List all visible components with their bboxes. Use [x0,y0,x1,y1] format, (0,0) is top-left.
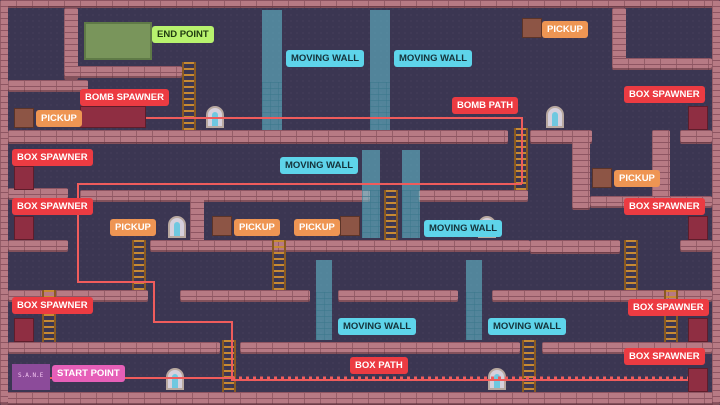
platform-row-3-far-right [680,240,712,252]
box-spawner-block [14,216,34,240]
top-wall [0,0,720,8]
moving-wall-label: MOVING WALL [280,157,359,174]
bomb-spawner-label: BOMB SPAWNER [80,89,169,106]
pickup-label: PICKUP [542,21,588,38]
moving-wall-label: MOVING WALL [488,318,567,335]
pickup-label: PICKUP [110,219,156,236]
left-upper-ledge [8,80,88,92]
ladder[interactable] [384,190,398,240]
end-room-floor [64,66,182,78]
pickup-crate[interactable] [212,216,232,236]
box-spawner-label: BOX SPAWNER [12,198,93,215]
left-wall [0,0,8,405]
platform-row-5-mid [240,342,520,354]
start-zone-text: S.A.N.E [18,372,44,379]
end-point-zone [84,22,152,60]
pickup-label: PICKUP [36,110,82,127]
pickup-crate[interactable] [14,108,34,128]
box-spawner-label: BOX SPAWNER [12,297,93,314]
pickup-label: PICKUP [294,219,340,236]
platform-row-1-far-right [680,130,712,144]
right-pillar-top [612,8,626,70]
pickup-crate[interactable] [522,18,542,38]
moving-wall-block [316,260,332,340]
door[interactable] [488,368,506,390]
platform-row-3 [150,240,530,252]
end-room-left-wall [64,8,78,80]
ladder[interactable] [664,290,678,342]
moving-wall-block [362,150,380,238]
box-spawner-label: BOX SPAWNER [624,198,705,215]
platform-row-2 [80,190,370,202]
bomb-path-line [146,117,523,184]
platform-row-3-left [8,240,68,252]
ladder[interactable] [182,62,196,130]
start-point-zone: S.A.N.E [12,364,50,390]
box-spawner-label: BOX SPAWNER [628,299,709,316]
ladder[interactable] [522,340,536,392]
platform-row-4-mid-a [180,290,310,302]
end-point-label: END POINT [152,26,214,43]
upper-right-ledge [612,58,712,70]
bottom-floor [0,392,720,405]
ladder[interactable] [624,240,638,290]
moving-wall-block [466,260,482,340]
moving-wall-block [262,10,282,130]
moving-wall-label: MOVING WALL [338,318,417,335]
ladder[interactable] [132,240,146,290]
door[interactable] [168,216,186,238]
pillar-right-a [572,130,590,210]
platform-row-2-mid [418,190,528,202]
ladder[interactable] [272,240,286,290]
start-point-label: START POINT [52,365,125,382]
moving-wall-label: MOVING WALL [394,50,473,67]
door[interactable] [546,106,564,128]
door[interactable] [166,368,184,390]
pillar-right-b [652,130,670,200]
box-spawner-label: BOX SPAWNER [624,86,705,103]
bomb-path-label: BOMB PATH [452,97,519,114]
pickup-crate[interactable] [592,168,612,188]
platform-row-5-left [8,342,220,354]
moving-wall-label: MOVING WALL [286,50,365,67]
pickup-label: PICKUP [614,170,660,187]
box-spawner-block [14,166,34,190]
box-spawner-block [688,368,708,392]
pickup-crate[interactable] [340,216,360,236]
moving-wall-block [402,150,420,238]
pickup-label: PICKUP [234,219,280,236]
ladder[interactable] [222,340,236,392]
box-spawner-block [14,318,34,342]
box-spawner-block [688,216,708,240]
moving-wall-block [370,10,390,130]
door[interactable] [206,106,224,128]
box-path-label: BOX PATH [350,357,408,374]
box-spawner-label: BOX SPAWNER [624,348,705,365]
box-spawner-block [688,318,708,342]
platform-row-3-right [530,240,620,254]
platform-row-2-left [8,188,68,200]
ladder[interactable] [514,128,528,190]
bomb-spawner-block [80,106,146,128]
box-spawner-label: BOX SPAWNER [12,149,93,166]
right-wall [712,0,720,405]
platform-row-1 [8,130,508,144]
box-spawner-block [688,106,708,130]
platform-row-4-mid-b [338,290,458,302]
moving-wall-label: MOVING WALL [424,220,503,237]
